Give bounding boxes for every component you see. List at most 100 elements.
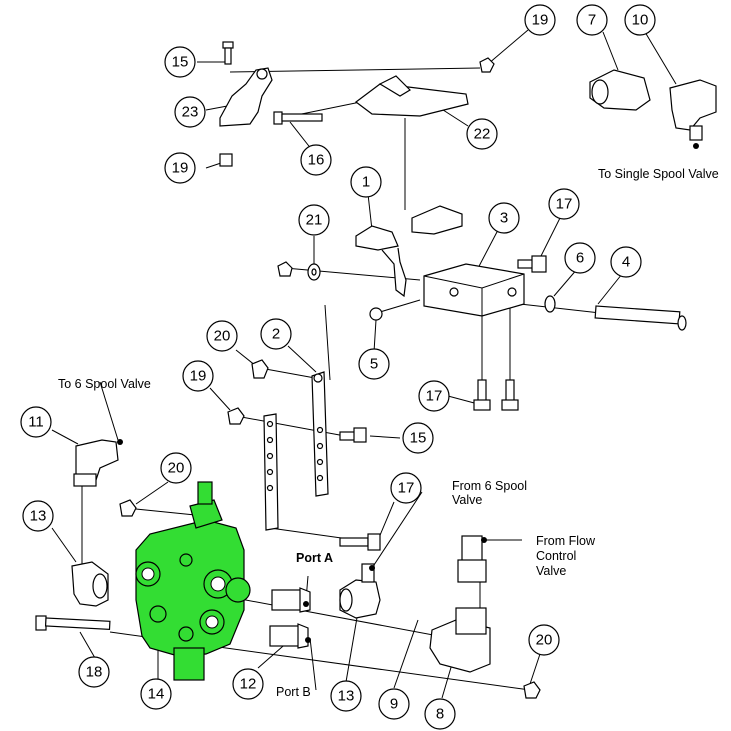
note-to-single-spool: To Single Spool Valve <box>598 167 719 181</box>
nut-19-top <box>479 57 495 73</box>
callout-text: 5 <box>370 356 378 373</box>
callout-23: 23 <box>174 96 206 128</box>
port-a-dot <box>303 601 309 607</box>
pedal-22 <box>355 75 469 117</box>
callout-12: 12 <box>232 668 264 700</box>
callout-text: 6 <box>576 250 584 267</box>
callout-19b: 19 <box>164 152 196 184</box>
callout-13: 13 <box>22 500 54 532</box>
callout-text: 20 <box>536 632 553 649</box>
callout-16: 16 <box>300 144 332 176</box>
adapter-12 <box>269 623 309 649</box>
elbow-13-right <box>339 563 381 619</box>
note-to-six-spool: To 6 Spool Valve <box>58 377 151 391</box>
callout-11: 11 <box>20 406 52 438</box>
elbow-11 <box>73 439 119 487</box>
callout-text: 17 <box>556 196 573 213</box>
callout-19: 19 <box>524 4 556 36</box>
callout-17b: 17 <box>418 380 450 412</box>
callout-text: 23 <box>182 104 199 121</box>
washer-6 <box>544 295 556 313</box>
from-flow-dot <box>481 537 487 543</box>
elbow-10 <box>669 79 717 141</box>
callout-14: 14 <box>140 678 172 710</box>
pin-4 <box>594 305 687 331</box>
bolt-15-mid <box>339 427 367 443</box>
note-from-flow-line2: Control <box>536 549 576 563</box>
nut-19-mid <box>227 407 245 425</box>
callout-3: 3 <box>488 202 520 234</box>
note-from-six-spool-line2: Valve <box>452 493 482 507</box>
callout-text: 8 <box>436 706 444 723</box>
link-2 <box>311 371 329 497</box>
callout-text: 4 <box>622 254 630 271</box>
to-single-dot <box>693 143 699 149</box>
callout-20c: 20 <box>528 624 560 656</box>
bolt-16 <box>273 111 323 125</box>
port-b-label: Port B <box>276 685 311 699</box>
bolts-17-bottom <box>473 379 519 411</box>
callout-text: 19 <box>190 368 207 385</box>
callout-18: 18 <box>78 656 110 688</box>
callouts: 15 19 7 10 23 19 16 22 1 21 3 17 6 4 5 2… <box>20 4 656 730</box>
callout-text: 22 <box>474 126 491 143</box>
callout-7: 7 <box>576 4 608 36</box>
callout-text: 2 <box>272 326 280 343</box>
nut-19-left <box>219 153 233 167</box>
bolt-17-top <box>517 255 547 273</box>
callout-text: 17 <box>426 388 443 405</box>
fitting-9 <box>457 535 487 583</box>
bolt-17-mid <box>339 533 381 551</box>
adapter-port-a <box>271 587 311 613</box>
callout-text: 16 <box>308 152 325 169</box>
callout-text: 19 <box>532 12 549 29</box>
callout-17: 17 <box>548 188 580 220</box>
callout-10: 10 <box>624 4 656 36</box>
callout-text: 13 <box>30 508 47 525</box>
note-from-flow-line1: From Flow <box>536 534 596 548</box>
callout-6: 6 <box>564 242 596 274</box>
callout-text: 12 <box>240 676 257 693</box>
callout-21: 21 <box>298 204 330 236</box>
block-3 <box>423 263 525 317</box>
callout-2: 2 <box>260 318 292 350</box>
callout-13b: 13 <box>330 680 362 712</box>
callout-15: 15 <box>164 46 196 78</box>
callout-text: 21 <box>306 212 323 229</box>
note-from-six-spool-line1: From 6 Spool <box>452 479 527 493</box>
callout-text: 20 <box>168 460 185 477</box>
callout-1: 1 <box>350 166 382 198</box>
callout-text: 20 <box>214 328 231 345</box>
nut-20-left <box>119 499 137 517</box>
to-six-dot <box>117 439 123 445</box>
callout-text: 3 <box>500 210 508 227</box>
callout-5: 5 <box>358 348 390 380</box>
pin-15-top <box>222 41 234 65</box>
callout-text: 13 <box>338 688 355 705</box>
port-b-dot <box>305 637 311 643</box>
callout-text: 7 <box>588 12 596 29</box>
elbow-13-left <box>71 561 109 607</box>
lever-1 <box>355 205 463 298</box>
tee-8 <box>429 607 491 673</box>
callout-text: 19 <box>172 160 189 177</box>
callout-text: 10 <box>632 12 649 29</box>
bracket-23 <box>219 67 273 127</box>
callout-8: 8 <box>424 698 456 730</box>
notes: To Single Spool Valve To 6 Spool Valve F… <box>58 167 719 699</box>
port-a-label: Port A <box>296 551 333 565</box>
note-from-flow-line3: Valve <box>536 564 566 578</box>
nut-21 <box>277 261 293 277</box>
callout-4: 4 <box>610 246 642 278</box>
bolt-18 <box>35 615 111 631</box>
valve-body-14 <box>135 481 251 681</box>
coupler-7 <box>589 69 651 111</box>
callout-19c: 19 <box>182 360 214 392</box>
nut-20-mid <box>251 359 269 379</box>
callout-20: 20 <box>206 320 238 352</box>
callout-text: 17 <box>398 480 415 497</box>
callout-17c: 17 <box>390 472 422 504</box>
callout-text: 14 <box>148 686 165 703</box>
from-six-dot <box>369 565 375 571</box>
